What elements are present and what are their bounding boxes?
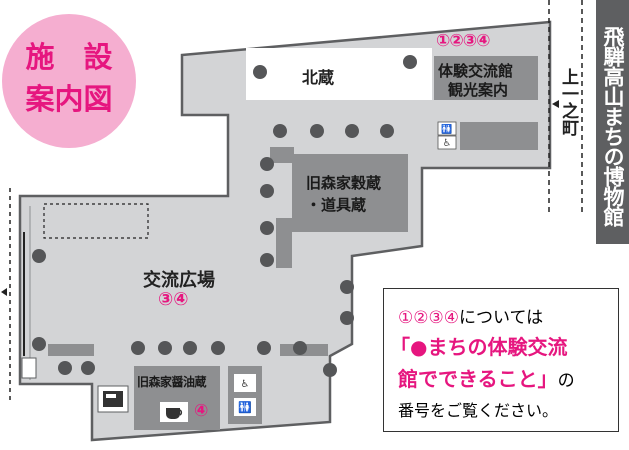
wheelchair-icon: ♿ bbox=[437, 135, 457, 150]
svg-text:♿: ♿ bbox=[443, 138, 452, 149]
taiken-label-1: 体験交流館 bbox=[438, 62, 514, 80]
shoyu-label: 旧森家醤油蔵 bbox=[137, 375, 207, 389]
note-line1: ①②③④については bbox=[398, 303, 543, 328]
info-note: ①②③④については 「●まちの体験交流 館でできること」の 番号をご覧ください。 bbox=[383, 288, 619, 432]
taiken-marker: ①②③④ bbox=[436, 31, 491, 51]
plaza-marker: ③④ bbox=[158, 289, 189, 310]
museum-name: 飛騨高山まちの博物館 bbox=[601, 26, 625, 226]
restroom-icon: ♿ 🚻 bbox=[234, 374, 256, 416]
note-line3: 館でできること」の bbox=[398, 363, 575, 392]
kitakura-label: 北蔵 bbox=[302, 68, 335, 87]
koku-building bbox=[292, 154, 408, 232]
title-line2: 案内図 bbox=[25, 82, 113, 116]
annex-building bbox=[460, 122, 538, 150]
dashed-area bbox=[43, 203, 149, 239]
koku-label-1: 旧森家穀蔵 bbox=[306, 174, 382, 192]
title-line1: 施 設 bbox=[25, 40, 113, 74]
shoyu-marker: ④ bbox=[194, 401, 209, 421]
note-marker: ①②③④ bbox=[398, 308, 459, 328]
street-name: 上一之町 bbox=[558, 68, 578, 136]
note-line4: 番号をご覧ください。 bbox=[398, 401, 559, 420]
title-badge bbox=[2, 14, 136, 148]
note-line3-main: 館でできること」 bbox=[398, 367, 558, 391]
restroom-icon: 🚻 bbox=[437, 121, 457, 136]
svg-text:🚻: 🚻 bbox=[441, 123, 452, 135]
vending-icon bbox=[103, 391, 123, 407]
note-line3-rest: の bbox=[557, 371, 575, 391]
right-entrance-arrow bbox=[552, 100, 559, 108]
left-entrance-arrow bbox=[1, 288, 7, 296]
bench bbox=[48, 344, 94, 356]
kitakura-building bbox=[246, 48, 432, 100]
plaza-label: 交流広場 bbox=[143, 270, 215, 291]
trees bbox=[32, 55, 417, 377]
svg-text:♿: ♿ bbox=[241, 379, 250, 390]
koku-label-2: ・道具蔵 bbox=[306, 196, 367, 214]
svg-text:🚻: 🚻 bbox=[238, 401, 252, 414]
taiken-building bbox=[434, 56, 538, 100]
note-line2: 「●まちの体験交流 bbox=[390, 335, 568, 359]
taiken-label-2: 観光案内 bbox=[448, 81, 509, 99]
cafe-icon bbox=[160, 402, 188, 422]
note-line1-text: については bbox=[458, 308, 544, 328]
museum-name-band bbox=[596, 0, 629, 244]
